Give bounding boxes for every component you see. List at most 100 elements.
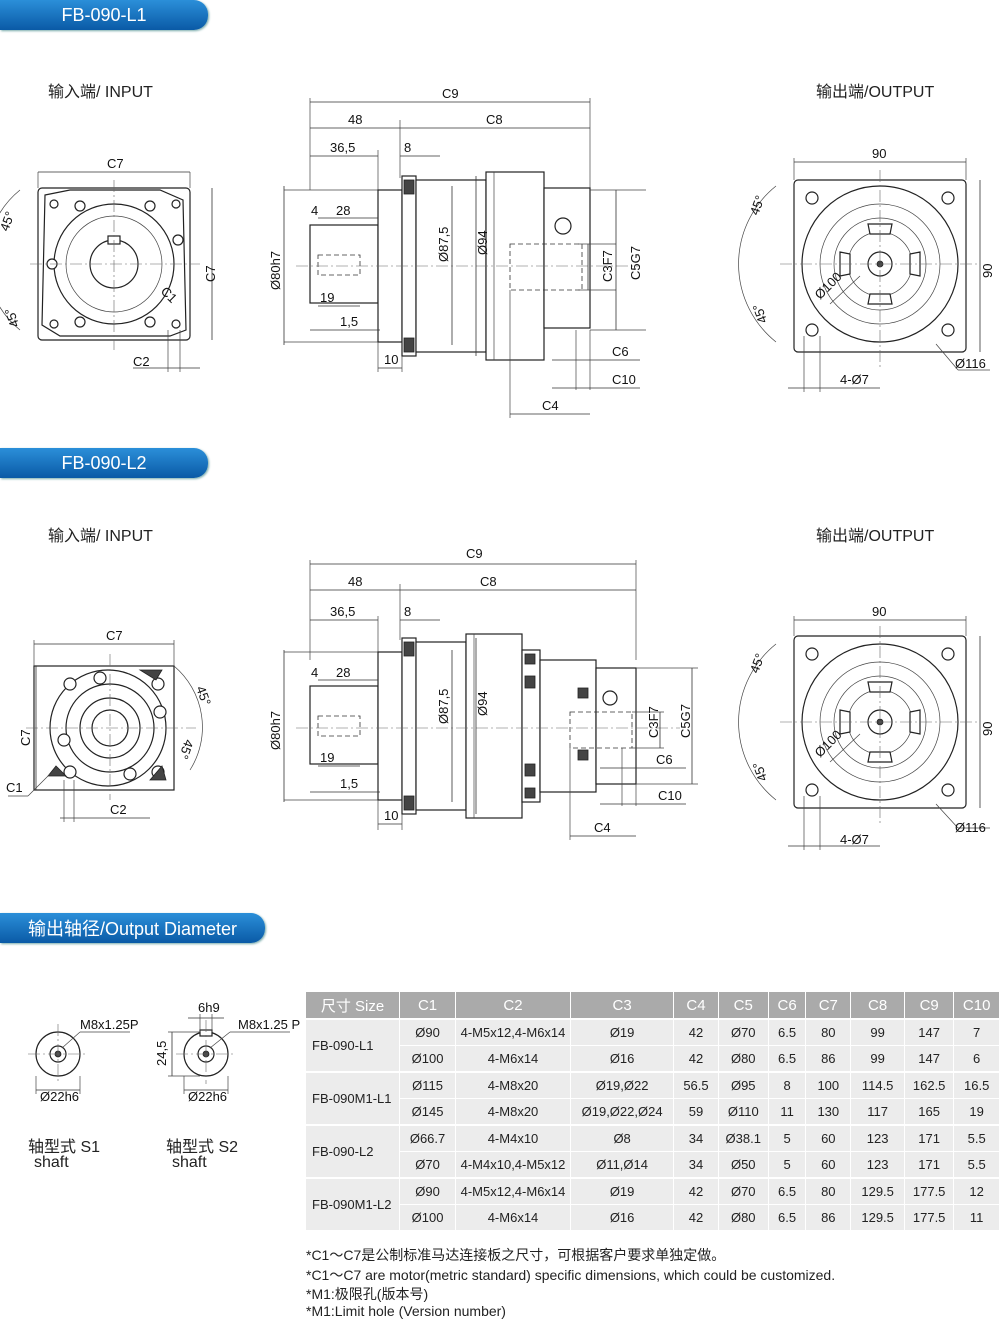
table-cell: Ø11,Ø14 xyxy=(570,1151,675,1178)
shaft-labels: M8x1.25P Ø22h6 6h9 24,5 M8x1.25 P Ø22h6 xyxy=(40,1000,300,1104)
output-label: 输出端/OUTPUT xyxy=(816,84,935,101)
svg-text:C2: C2 xyxy=(110,802,127,817)
svg-text:C10: C10 xyxy=(612,372,636,387)
table-cell: Ø110 xyxy=(718,1098,769,1125)
svg-text:45°: 45° xyxy=(749,302,770,326)
svg-text:C8: C8 xyxy=(486,112,503,127)
svg-text:28: 28 xyxy=(336,203,350,218)
table-header-cell: C1 xyxy=(399,992,457,1019)
table-cell: 177.5 xyxy=(904,1204,955,1230)
svg-text:C7: C7 xyxy=(106,628,123,643)
svg-text:C3F7: C3F7 xyxy=(600,250,615,282)
input-flange-view xyxy=(8,640,203,822)
table-cell: 80 xyxy=(805,1177,852,1205)
table-cell: 5.5 xyxy=(953,1151,1000,1178)
input-label: 输入端/ INPUT xyxy=(48,84,153,101)
shaft-s2-name: 轴型式 S2 xyxy=(166,1139,239,1156)
table-cell: 16.5 xyxy=(953,1071,1000,1099)
svg-text:Ø87,5: Ø87,5 xyxy=(436,227,451,262)
table-cell: 7 xyxy=(953,1018,1000,1046)
note-3: *M1:极限孔(版本号) xyxy=(306,1286,429,1302)
table-cell: 123 xyxy=(850,1151,905,1178)
table-cell: 147 xyxy=(904,1045,955,1072)
table-cell: 5.5 xyxy=(953,1124,1000,1152)
section-tab-l2: FB-090-L2 xyxy=(0,448,208,478)
table-cell: 100 xyxy=(805,1071,852,1099)
svg-text:4-Ø7: 4-Ø7 xyxy=(840,372,869,387)
table-cell: 117 xyxy=(850,1098,905,1125)
table-cell: 123 xyxy=(850,1124,905,1152)
svg-text:C4: C4 xyxy=(594,820,611,835)
svg-text:C2: C2 xyxy=(133,354,150,369)
table-cell: 129.5 xyxy=(850,1204,905,1230)
table-header-cell: C9 xyxy=(904,992,955,1019)
model-cell: FB-090M1-L2 xyxy=(306,1177,401,1230)
table-cell: 12 xyxy=(953,1177,1000,1205)
table-cell: 5 xyxy=(768,1151,807,1178)
svg-text:8: 8 xyxy=(404,140,411,155)
svg-text:45°: 45° xyxy=(747,193,768,217)
shaft-s2-sub: shaft xyxy=(172,1154,207,1171)
table-cell: Ø19 xyxy=(570,1018,675,1046)
svg-text:1,5: 1,5 xyxy=(340,776,358,791)
table-cell: 165 xyxy=(904,1098,955,1125)
svg-text:Ø80h7: Ø80h7 xyxy=(268,711,283,750)
svg-text:1,5: 1,5 xyxy=(340,314,358,329)
table-cell: 80 xyxy=(805,1018,852,1046)
svg-text:C6: C6 xyxy=(612,344,629,359)
table-cell: Ø66.7 xyxy=(399,1124,457,1152)
table-cell: Ø90 xyxy=(399,1177,457,1205)
section-tab-shaft: 输出轴径/Output Diameter xyxy=(0,913,265,943)
table-cell: 42 xyxy=(673,1204,719,1230)
table-cell: 5 xyxy=(768,1124,807,1152)
svg-text:C7: C7 xyxy=(18,729,33,746)
svg-text:C8: C8 xyxy=(480,574,497,589)
svg-text:Ø116: Ø116 xyxy=(955,820,986,835)
table-header-cell: C4 xyxy=(673,992,719,1019)
svg-text:90: 90 xyxy=(872,604,886,619)
table-cell: Ø80 xyxy=(718,1045,769,1072)
svg-text:Ø94: Ø94 xyxy=(475,230,490,255)
table-header-cell: C10 xyxy=(953,992,1000,1019)
svg-text:45°: 45° xyxy=(193,684,214,708)
svg-text:Ø80h7: Ø80h7 xyxy=(268,251,283,290)
model-cell: FB-090-L1 xyxy=(306,1018,401,1072)
svg-text:10: 10 xyxy=(384,352,398,367)
table-header-cell: C3 xyxy=(570,992,675,1019)
table-cell: Ø16 xyxy=(570,1204,675,1230)
table-cell: 59 xyxy=(673,1098,719,1125)
drawing-l1: C7 C7 C2 C1 45° 45° xyxy=(0,86,995,418)
svg-text:C4: C4 xyxy=(542,398,559,413)
table-cell: 42 xyxy=(673,1045,719,1072)
section-title: FB-090-L1 xyxy=(61,4,147,25)
side-view xyxy=(283,560,698,840)
svg-text:10: 10 xyxy=(384,808,398,823)
table-cell: Ø50 xyxy=(718,1151,769,1178)
svg-text:19: 19 xyxy=(320,290,334,305)
table-cell: 8 xyxy=(768,1071,807,1099)
table-header-cell: C2 xyxy=(455,992,571,1019)
table-cell: 42 xyxy=(673,1177,719,1205)
table-cell: 86 xyxy=(805,1204,852,1230)
table-cell: Ø70 xyxy=(718,1177,769,1205)
table-cell: Ø90 xyxy=(399,1018,457,1046)
svg-text:C3F7: C3F7 xyxy=(646,706,661,738)
s1-diameter: Ø22h6 xyxy=(40,1089,79,1104)
table-cell: 6.5 xyxy=(768,1018,807,1046)
svg-text:28: 28 xyxy=(336,665,350,680)
table-cell: 56.5 xyxy=(673,1071,719,1099)
svg-text:90: 90 xyxy=(980,264,995,278)
svg-text:C7: C7 xyxy=(107,156,124,171)
svg-text:C5G7: C5G7 xyxy=(678,704,693,738)
shaft-s1 xyxy=(28,1024,130,1094)
table-cell: 99 xyxy=(850,1045,905,1072)
shaft-s2 xyxy=(168,1014,290,1094)
drawing-l2: C7 C7 C2 C1 45° 45° xyxy=(6,546,995,850)
table-cell: 4-M4x10,4-M5x12 xyxy=(455,1151,571,1178)
table-cell: Ø19,Ø22 xyxy=(570,1071,675,1099)
section-title: FB-090-L2 xyxy=(61,452,147,473)
table-cell: 4-M8x20 xyxy=(455,1071,571,1099)
